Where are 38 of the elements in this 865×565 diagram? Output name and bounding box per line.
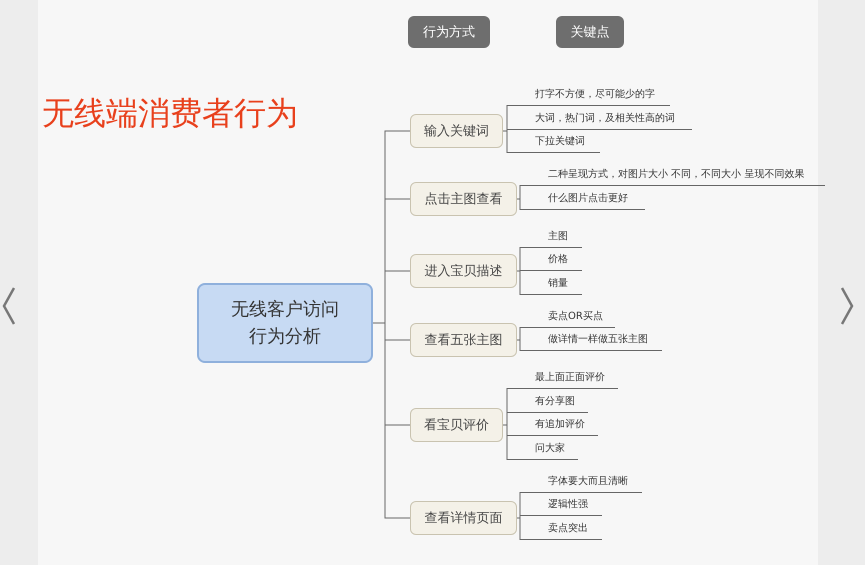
header-box: 行为方式 <box>408 16 490 48</box>
branch-box: 进入宝贝描述 <box>410 254 517 288</box>
leaf-text: 问大家 <box>515 439 578 460</box>
leaf-text: 最上面正面评价 <box>515 368 618 389</box>
connector-line <box>516 270 528 272</box>
connector-line <box>516 185 528 200</box>
leaf-text: 销量 <box>528 274 582 295</box>
branch-box: 点击主图查看 <box>410 182 517 216</box>
leaf-text: 下拉关键词 <box>515 132 600 153</box>
leaf-text: 字体要大而且清晰 <box>528 472 642 493</box>
leaf-text: 什么图片点击更好 <box>528 189 645 210</box>
leaf-text: 卖点突出 <box>528 519 602 540</box>
header-box: 关键点 <box>556 16 624 48</box>
connector-line <box>516 247 528 272</box>
connector-line <box>502 424 516 460</box>
connector-line <box>516 198 528 210</box>
leaf-text: 有分享图 <box>515 392 588 413</box>
leaf-text: 二种呈现方式，对图片大小 不同，不同大小 呈现不同效果 <box>528 165 825 186</box>
leaf-text: 做详情一样做五张主图 <box>528 330 662 351</box>
leaf-text: 大词，热门词，及相关性高的词 <box>515 109 692 130</box>
connector-line <box>516 327 528 340</box>
connector-line <box>516 518 528 540</box>
branch-box: 查看详情页面 <box>410 501 517 535</box>
leaf-text: 有追加评价 <box>515 415 598 436</box>
leaf-text: 主图 <box>528 227 582 248</box>
title: 无线端消费者行为 <box>42 93 298 134</box>
leaf-text: 逻辑性强 <box>528 495 602 516</box>
branch-box: 看宝贝评价 <box>410 408 503 442</box>
connector-line <box>516 515 528 518</box>
branch-box: 输入关键词 <box>410 114 503 148</box>
leaf-text: 打字不方便，尽可能少的字 <box>515 85 670 106</box>
connector-line <box>516 270 528 295</box>
topic-box: 无线客户访问行为分析 <box>197 283 373 363</box>
connector-line <box>516 340 528 351</box>
branch-box: 查看五张主图 <box>410 323 517 357</box>
leaf-text: 价格 <box>528 250 582 271</box>
leaf-text: 卖点OR买点 <box>528 307 615 328</box>
connector-line <box>372 322 410 518</box>
